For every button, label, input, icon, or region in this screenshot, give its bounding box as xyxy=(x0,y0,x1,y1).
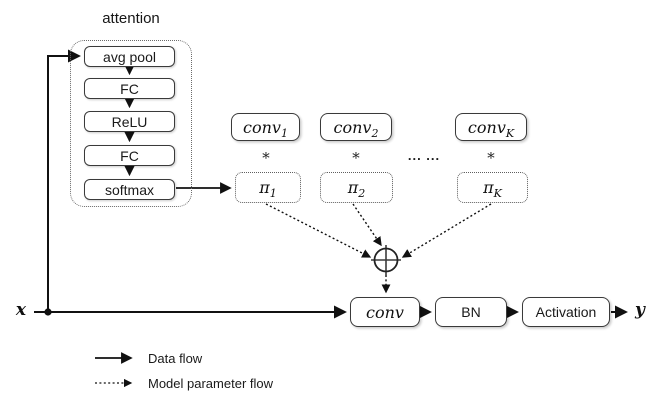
avg-pool-box: avg pool xyxy=(84,46,175,67)
attention-container xyxy=(70,40,192,207)
fc2-box: FC xyxy=(84,145,175,166)
fc1-box: FC xyxy=(84,78,175,99)
fc1-label: FC xyxy=(120,80,139,97)
attention-title: attention xyxy=(102,10,160,27)
sum-icon xyxy=(371,245,401,275)
fc2-label: FC xyxy=(120,147,139,164)
activation-label: Activation xyxy=(535,304,597,320)
pi2-box: π2 xyxy=(320,172,393,203)
pi1-box: π1 xyxy=(235,172,301,203)
softmax-label: softmax xyxy=(104,181,154,198)
conv1-label: conv1 xyxy=(243,117,288,140)
legend-param-flow-label: Model parameter flow xyxy=(148,376,273,391)
conv1-box: conv1 xyxy=(231,113,300,141)
pi1-to-sum-arrow xyxy=(265,203,372,258)
bn-box: BN xyxy=(435,297,507,327)
conv-box: conv xyxy=(350,297,420,327)
piK-box: πK xyxy=(457,172,528,203)
input-x-label: x xyxy=(15,300,27,320)
conv1-multiply-operator: ∗ xyxy=(260,146,272,164)
convK-label: convK xyxy=(467,117,515,140)
conv-label: conv xyxy=(366,302,404,322)
input-to-attention-line xyxy=(47,49,81,312)
conv2-label: conv2 xyxy=(333,117,379,140)
pi1-label: π1 xyxy=(259,178,277,201)
relu-box: ReLU xyxy=(84,111,175,132)
activation-box: Activation xyxy=(522,297,610,327)
avg-pool-label: avg pool xyxy=(103,48,156,65)
relu-label: ReLU xyxy=(111,113,148,130)
output-y-label: y xyxy=(635,300,645,320)
convK-box: convK xyxy=(455,113,527,141)
bn-label: BN xyxy=(461,304,481,320)
conv2-multiply-operator: ∗ xyxy=(350,146,362,164)
pi2-to-sum-arrow xyxy=(352,203,382,247)
conv2-box: conv2 xyxy=(320,113,392,141)
piK-to-sum-arrow xyxy=(401,203,492,258)
convK-multiply-operator: ∗ xyxy=(485,146,497,164)
pi2-label: π2 xyxy=(347,178,366,201)
kernels-ellipsis: ... ... xyxy=(407,148,441,163)
legend-data-flow-label: Data flow xyxy=(148,351,203,366)
softmax-box: softmax xyxy=(84,179,175,200)
piK-label: πK xyxy=(483,178,502,201)
